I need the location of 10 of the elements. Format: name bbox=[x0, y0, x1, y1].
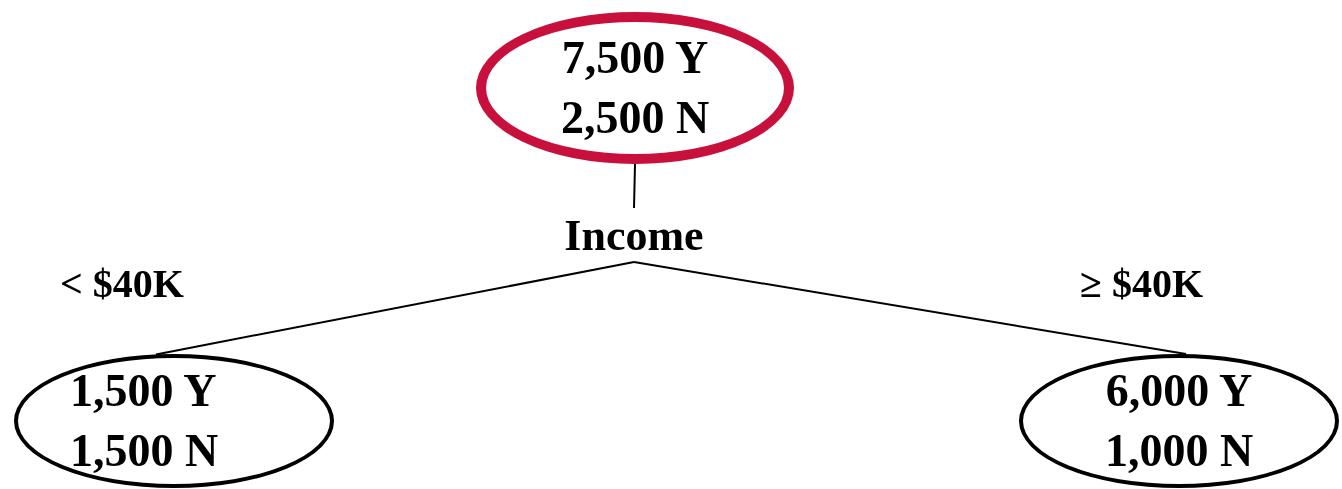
count-text: 6,000 Y bbox=[1104, 364, 1254, 418]
branch-line bbox=[633, 163, 636, 209]
count-text: 7,500 Y bbox=[560, 31, 710, 85]
count-text: 1,500 Y bbox=[70, 364, 218, 418]
branch-line bbox=[155, 261, 635, 356]
branch-line bbox=[633, 261, 1187, 356]
count-text: 1,000 N bbox=[1103, 424, 1255, 478]
count-text: 2,500 N bbox=[559, 91, 711, 145]
split-attribute-label: Income bbox=[544, 208, 724, 262]
count-text: 1,500 N bbox=[70, 424, 220, 478]
